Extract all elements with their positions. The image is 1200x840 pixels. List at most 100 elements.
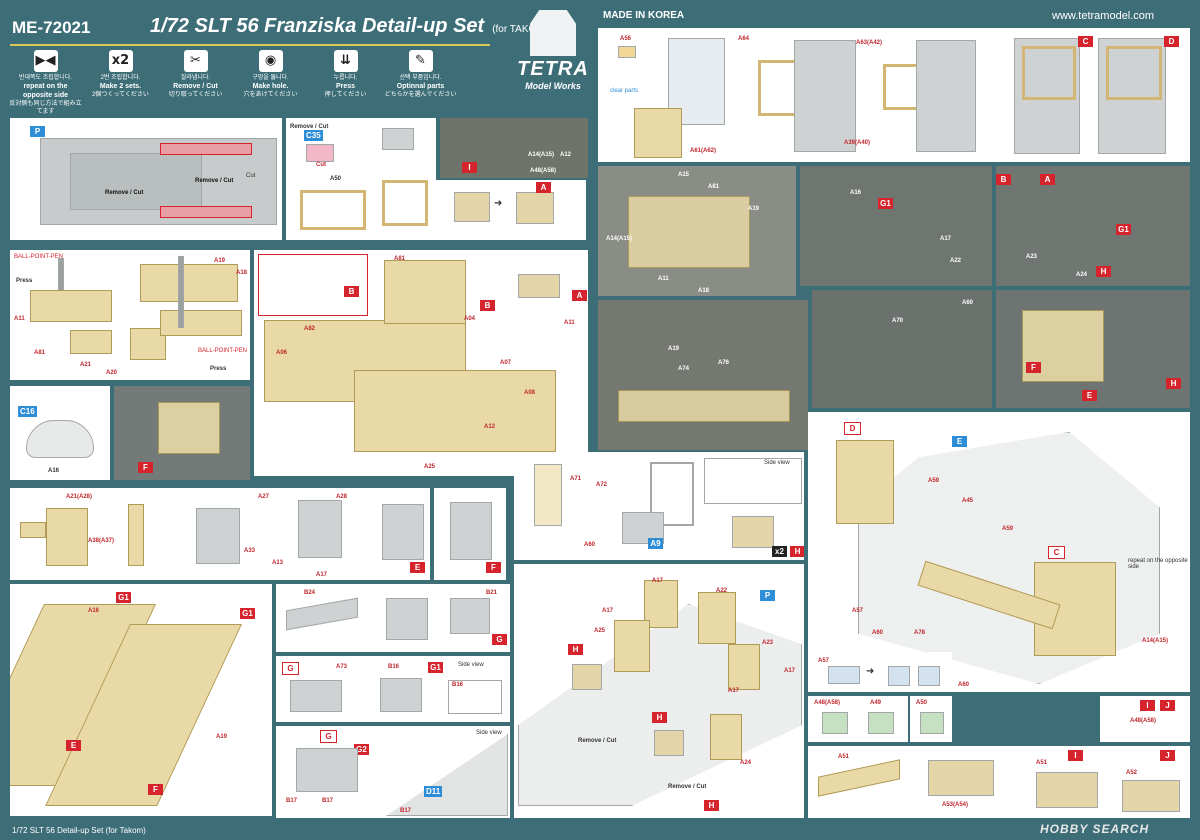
step-bend xyxy=(928,760,994,796)
panel-steps-ij: A51 A53(A54) A51 I A52 J xyxy=(808,746,1190,818)
optional-icon: ✎ xyxy=(408,50,433,72)
side-view-inset xyxy=(704,458,802,504)
header xyxy=(0,0,600,110)
box-finished-e xyxy=(382,504,424,560)
photo-rear-frame: I A14(A15) A12 A48(A58) xyxy=(440,118,588,178)
cut-icon: ✂ xyxy=(183,50,208,72)
panel-f-box: F xyxy=(434,488,506,580)
part-a57-final xyxy=(918,666,940,686)
legend-item: ✎ 선택 부품입니다. Optinnal parts どちらかを選んでください xyxy=(383,50,458,110)
part-c35-fixed xyxy=(382,128,414,150)
door-body-2 xyxy=(916,40,976,152)
panel-g2-ramp: G G2 B17 B17 Side view D11 B17 xyxy=(276,726,510,818)
legend: ▶◀ 반대쪽도 조립합니다. repeat on the opposite si… xyxy=(8,50,508,115)
part-c35 xyxy=(306,144,334,162)
photo-chassis-top: A15 A81 A14(A15) A19 A11 A18 xyxy=(598,166,796,296)
tetra-logo: TETRA Model Works xyxy=(512,6,594,116)
part-a25 xyxy=(614,620,650,672)
part-a24 xyxy=(710,714,742,760)
door-finished-d xyxy=(1098,38,1166,154)
panel-e-box: A21(A28) A38(A37) A33 A27 A28 A13 A17 E xyxy=(10,488,430,580)
panel-long-fenders: A16 G1 G1 A19 E F xyxy=(10,584,272,816)
part-a50 xyxy=(920,712,944,734)
press-icon: ⇊ xyxy=(333,50,358,72)
hole-icon: ◉ xyxy=(258,50,283,72)
panel-c35-a50: Remove / Cut C35 Cut A50 xyxy=(286,118,436,240)
photo-engine-2: A70 A60 xyxy=(812,290,992,408)
part-a17 xyxy=(644,580,678,628)
side-view-inset xyxy=(448,680,502,714)
part-a23 xyxy=(728,644,760,690)
part-a50 xyxy=(300,190,366,230)
legend-item: ⇊ 누릅니다. Press 押してください xyxy=(308,50,383,110)
assembly-a-step2 xyxy=(516,192,554,224)
part-a56 xyxy=(618,46,636,58)
part-a57-flat xyxy=(828,666,860,684)
panel-a-assembly: ➜ A xyxy=(436,180,586,240)
part-a51 xyxy=(818,759,900,797)
legend-item: x2 2번 조립합니다. Make 2 sets. 2個つくってください xyxy=(83,50,158,110)
part-a30 xyxy=(128,504,144,566)
chassis-deck xyxy=(70,153,202,210)
photo-etched-deck xyxy=(628,196,750,268)
part-door-plate xyxy=(634,108,682,158)
ramp-g2-step xyxy=(296,748,358,792)
box-step2 xyxy=(298,500,342,558)
product-title: 1/72 SLT 56 Franziska Detail-up Set(for … xyxy=(150,15,548,37)
photo-side-detail: B A G1 H A23 A24 xyxy=(996,166,1190,286)
website-url: www.tetramodel.com xyxy=(1052,10,1155,22)
part-a48 xyxy=(822,712,848,734)
watermark: HOBBY SEARCH xyxy=(1040,822,1150,836)
inset-b xyxy=(258,254,368,316)
door-frame-c xyxy=(1022,46,1076,100)
legend-item: ▶◀ 반대쪽도 조립합니다. repeat on the opposite si… xyxy=(8,50,83,115)
part-a50-bent xyxy=(382,180,428,226)
panel-a48: A48(A58) A49 xyxy=(808,696,908,742)
made-in: MADE IN KOREA xyxy=(603,10,685,21)
door-finished-c xyxy=(1014,38,1080,154)
mirror-icon: ▶◀ xyxy=(33,50,58,72)
panel-deck-assembly: B A81 A82 A06 A04 A07 A08 A12 A25 B A A1… xyxy=(254,250,588,476)
panel-g-ramp: B24 B21 G xyxy=(276,584,510,652)
panel-a50: A50 xyxy=(910,696,952,742)
box-h-2 xyxy=(654,730,684,756)
x2-icon: x2 xyxy=(108,50,133,72)
box-h-1 xyxy=(572,664,602,690)
product-code: ME-72021 xyxy=(12,18,91,37)
part-a29 xyxy=(20,522,46,538)
part-a-assembly xyxy=(518,274,560,298)
panel-chassis-fenders: P A22 A17 A25 A17 A23 A17 A24 A17 H H Re… xyxy=(514,564,804,818)
part-a49 xyxy=(868,712,894,734)
chassis-ghost xyxy=(518,604,802,806)
cut-zone xyxy=(160,143,252,155)
panel-doors: A56 clear parts A61(A62) A64 A39(A40) A6… xyxy=(598,28,1190,162)
ramp-step xyxy=(386,598,428,640)
part-a22 xyxy=(698,592,736,644)
ramp-g1-step xyxy=(290,680,342,712)
photo-front-fender: F xyxy=(114,386,250,480)
part-a21 xyxy=(70,330,112,354)
panel-a57-bend: A57 ➜ xyxy=(808,652,952,692)
panel-vehicle-main: D E A59 A45 A59 C A57 A60 A78 A60 A57 re… xyxy=(808,412,1190,692)
legend-item: ✂ 잘라냅니다. Remove / Cut 切り取ってください xyxy=(158,50,233,110)
door-d-installed xyxy=(836,440,894,524)
footer-text: 1/72 SLT 56 Detail-up Set (for Takom) xyxy=(12,826,146,835)
photo-etched-fender-f xyxy=(158,402,220,454)
part-a21-a28 xyxy=(46,508,88,566)
photo-front-corner: F E H xyxy=(996,290,1190,408)
part-a18 xyxy=(160,310,242,336)
photo-etched-walk xyxy=(618,390,790,422)
side-view-body xyxy=(386,734,508,816)
part-a81-deck xyxy=(384,260,466,324)
part-a71-sheet xyxy=(534,464,562,526)
door-frame-d xyxy=(1106,46,1162,100)
title-rule xyxy=(10,44,490,46)
box-step xyxy=(196,508,240,564)
step-j-finished xyxy=(1122,780,1180,812)
part-a57-bent xyxy=(888,666,910,686)
box-finished-h xyxy=(732,516,774,548)
ramp-g1-step2 xyxy=(380,678,422,712)
step-i-finished xyxy=(1036,772,1098,808)
wire-frame xyxy=(650,462,694,526)
panel-a9-assembly: A71 A72 A9 A60 Side view x2 H xyxy=(514,452,804,560)
